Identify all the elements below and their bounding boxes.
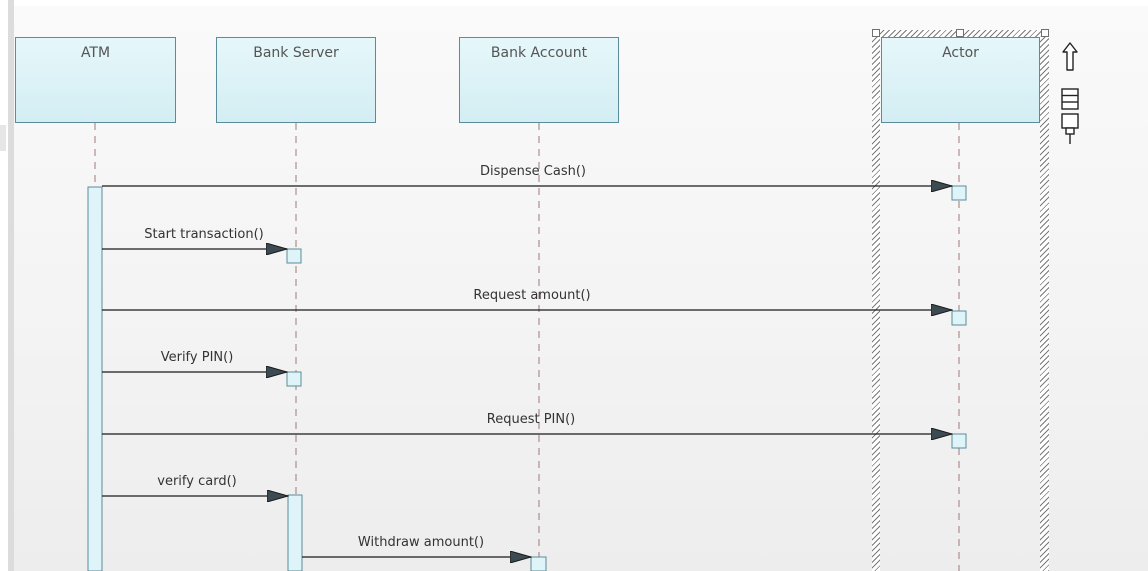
activation-bar-bank-server[interactable]	[287, 494, 303, 571]
message-label-request-amount: Request amount()	[473, 288, 591, 303]
canvas-left-edge	[0, 0, 8, 571]
message-label-dispense-cash: Dispense Cash()	[480, 164, 586, 179]
lifeline-label: ATM	[80, 45, 111, 61]
lifeline-label: Bank Server	[253, 45, 339, 61]
message-label-withdraw-amount: Withdraw amount()	[357, 535, 485, 550]
list-icon[interactable]	[1061, 88, 1079, 110]
canvas-top-edge	[0, 0, 1148, 6]
message-label-verify-pin: Verify PIN()	[160, 350, 234, 365]
activation-box[interactable]	[286, 371, 302, 387]
lifeline-head-actor[interactable]: Actor	[881, 37, 1040, 123]
activation-box[interactable]	[951, 433, 967, 449]
resize-handle-top-middle[interactable]	[956, 29, 964, 37]
canvas-left-ruler	[8, 0, 14, 571]
up-arrow-icon[interactable]	[1062, 42, 1078, 72]
message-label-start-transaction: Start transaction()	[144, 227, 264, 242]
activation-box[interactable]	[951, 185, 967, 201]
resize-handle-top-right[interactable]	[1041, 29, 1049, 37]
canvas-left-marker	[0, 125, 6, 151]
message-label-verify-card: verify card()	[157, 474, 237, 489]
lifeline-label: Actor	[942, 45, 979, 61]
activation-bar-bank-account[interactable]	[530, 556, 547, 571]
lifeline-head-bank-server[interactable]: Bank Server	[216, 37, 376, 123]
lifeline-label: Bank Account	[490, 45, 588, 61]
pin-icon[interactable]	[1061, 113, 1079, 145]
selection-hatch-left	[872, 30, 880, 571]
activation-bar-atm[interactable]	[87, 186, 103, 571]
lifeline-head-atm[interactable]: ATM	[15, 37, 176, 123]
selection-hatch-right	[1040, 30, 1049, 571]
activation-box[interactable]	[951, 310, 967, 326]
resize-handle-top-left[interactable]	[872, 29, 880, 37]
activation-box[interactable]	[286, 248, 302, 264]
lifeline-head-bank-account[interactable]: Bank Account	[459, 37, 619, 123]
message-label-request-pin: Request PIN()	[486, 412, 576, 427]
